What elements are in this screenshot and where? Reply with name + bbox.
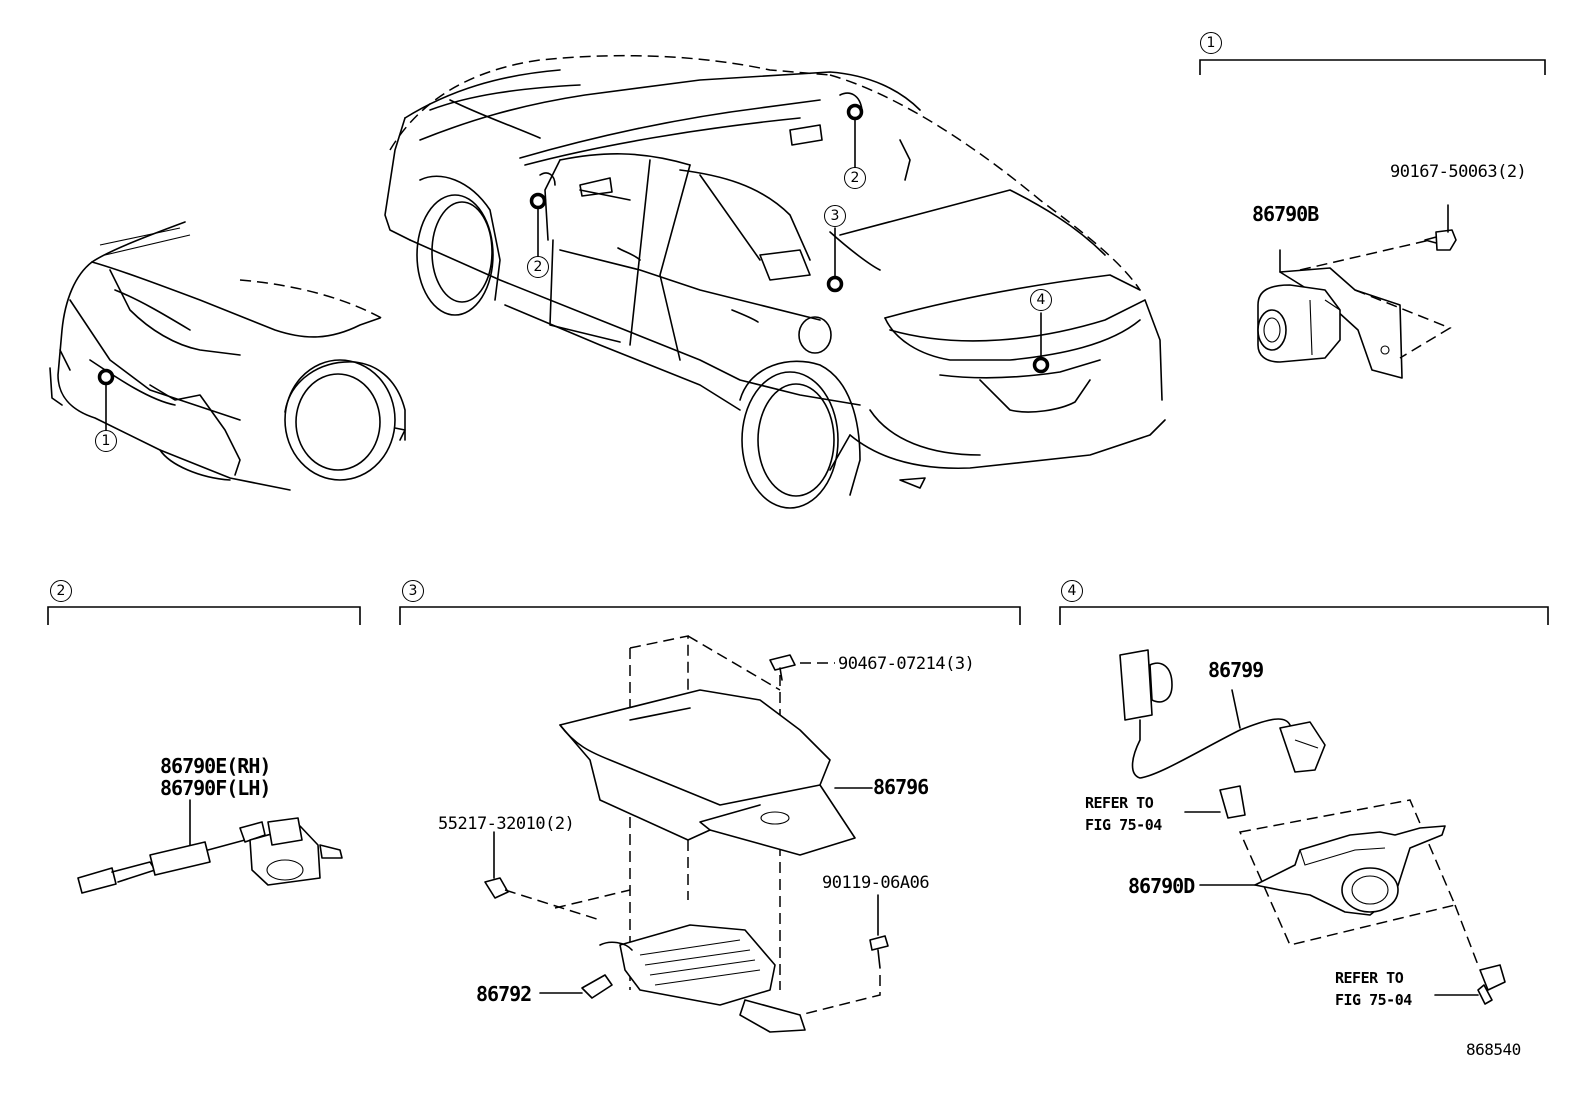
section-1-camera-drawing — [1257, 204, 1457, 379]
front-car-illustration — [49, 221, 406, 491]
section-2-marker: 2 — [50, 580, 72, 602]
section-1-marker: 1 — [1200, 32, 1222, 54]
location-marker-front: 1 — [95, 430, 117, 452]
part-label-55217-32010: 55217-32010(2) — [438, 814, 575, 834]
section-1-bracket — [1199, 59, 1546, 75]
section-2-camera-drawing — [77, 799, 343, 894]
main-car-illustration — [384, 54, 1166, 509]
part-label-86796: 86796 — [873, 775, 929, 799]
part-label-86792: 86792 — [476, 982, 532, 1006]
part-label-90167-50063: 90167-50063(2) — [1390, 162, 1527, 182]
location-marker-interior-left: 2 — [527, 256, 549, 278]
section-2-bracket — [47, 606, 361, 625]
section-3-bracket — [399, 606, 1021, 625]
refer-note-2-line-1: REFER TO — [1335, 969, 1404, 987]
refer-note-1-line-2: FIG 75-04 — [1085, 816, 1162, 834]
part-label-86790B: 86790B — [1252, 202, 1319, 226]
part-label-86799: 86799 — [1208, 658, 1264, 682]
part-label-90467-07214: 90467-07214(3) — [838, 654, 975, 674]
part-label-90119-06A06: 90119-06A06 — [822, 873, 930, 893]
location-marker-rear-shelf: 3 — [824, 205, 846, 227]
section-3-marker: 3 — [402, 580, 424, 602]
section-4-bracket — [1059, 606, 1549, 625]
part-label-86790F: 86790F(LH) — [160, 776, 271, 800]
part-label-86790D: 86790D — [1128, 874, 1195, 898]
location-marker-trunk: 4 — [1030, 289, 1052, 311]
refer-note-1-line-1: REFER TO — [1085, 794, 1154, 812]
section-4-marker: 4 — [1061, 580, 1083, 602]
section-4-drawing — [1119, 649, 1506, 1005]
part-label-86790E: 86790E(RH) — [160, 754, 271, 778]
refer-note-2-line-2: FIG 75-04 — [1335, 991, 1412, 1009]
figure-number: 868540 — [1466, 1040, 1521, 1059]
location-marker-interior-right: 2 — [844, 167, 866, 189]
section-3-drawing — [484, 635, 889, 1033]
